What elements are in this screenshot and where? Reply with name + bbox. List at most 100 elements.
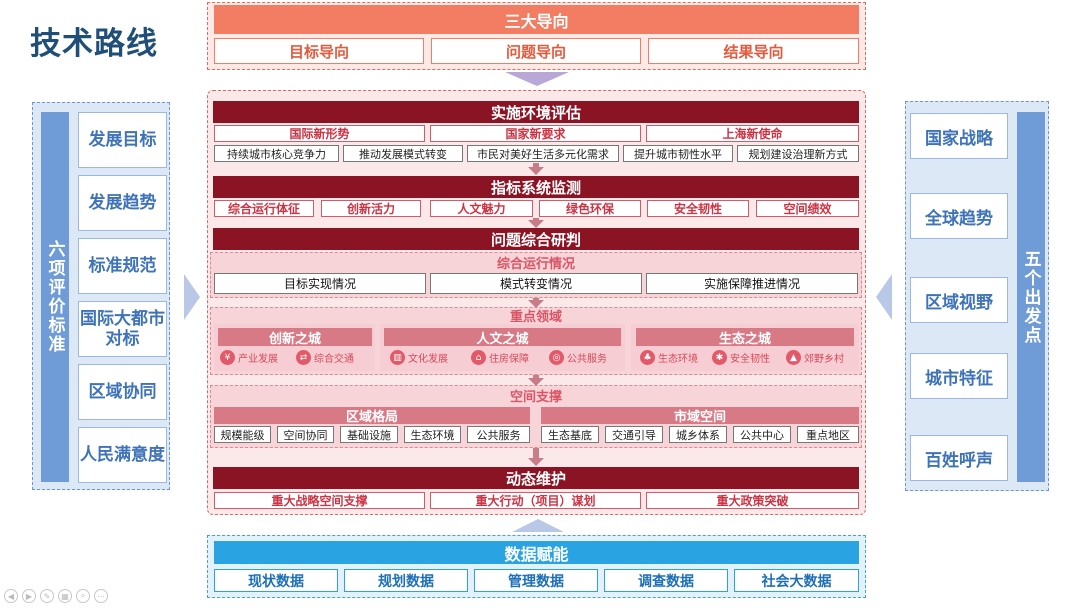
evaluation-label: 六项评价标准 [41,112,69,482]
assessment-category: 国家新要求 [430,125,641,142]
starting-point-item: 国家战略 [910,113,1008,159]
spatial-item: 基础设施 [340,426,398,443]
maintenance-header: 动态维护 [213,467,859,489]
data-header: 数据赋能 [214,541,859,564]
more-options-icon[interactable]: ⋯ [94,589,108,603]
focus-item: ⌂ 住房保障 [471,350,529,365]
right-arrow-icon [184,274,200,320]
down-arrow-icon [505,72,569,86]
spatial-header: 空间支撑 [509,390,562,405]
flow-arrow-icon [533,448,539,459]
evaluation-item: 发展目标 [78,112,167,168]
spatial-item: 空间协同 [277,426,334,443]
spatial-group-title: 区域格局 [214,407,530,425]
flow-arrow-icon [528,300,544,308]
monitoring-item: 空间绩效 [756,200,859,217]
slides-grid-icon[interactable]: ▦ [58,589,72,603]
arrows-icon: ⇄ [296,350,311,365]
starting-point-item: 全球趋势 [910,193,1008,239]
maintenance-item: 重大政策突破 [646,492,859,509]
left-arrow-icon [876,274,892,320]
orientation-item: 问题导向 [431,38,641,64]
maintenance-item: 重大战略空间支撑 [214,492,425,509]
evaluation-item: 发展趋势 [78,175,167,231]
starting-point-label: 五个出发点 [1017,112,1045,482]
assessment-detail: 持续城市核心竞争力 [214,145,339,162]
spatial-item: 生态环境 [404,426,461,443]
focus-item: ▥ 文化发展 [390,350,448,365]
starting-point-item: 城市特征 [910,353,1008,399]
building-icon: ▥ [390,350,405,365]
hand-coin-icon: ¥ [220,350,235,365]
operation-item: 模式转变情况 [430,273,642,294]
focus-item: ◎ 公共服务 [549,350,607,365]
pen-icon[interactable]: ✎ [40,589,54,603]
focus-item: ♣ 生态环境 [640,350,698,365]
data-item: 规划数据 [344,569,468,592]
flow-arrow-icon [533,298,539,301]
leaf-icon: ♣ [640,350,655,365]
spatial-item: 交通引导 [605,426,663,443]
orientation-item: 目标导向 [214,38,424,64]
zoom-icon[interactable]: ⌕ [76,589,90,603]
next-slide-icon[interactable]: ▶ [22,589,36,603]
operation-item: 实施保障推进情况 [646,273,858,294]
globe-icon: ◎ [549,350,564,365]
starting-point-item: 区域视野 [910,277,1008,323]
monitoring-header: 指标系统监测 [213,176,859,198]
orientation-item: 结果导向 [648,38,859,64]
spatial-item: 生态基底 [541,426,599,443]
spatial-item: 公共中心 [733,426,791,443]
focus-item: ⇄ 综合交通 [296,350,354,365]
evaluation-item: 标准规范 [78,238,167,294]
spatial-item: 重点地区 [797,426,859,443]
monitoring-item: 绿色环保 [539,200,641,217]
flow-arrow-icon [528,167,544,175]
focus-item: ▲ 郊野乡村 [786,350,844,365]
flow-arrow-icon [533,218,539,220]
monitoring-item: 创新活力 [321,200,421,217]
flow-arrow-icon [528,220,544,228]
research-header: 问题综合研判 [213,228,859,250]
orientation-header: 三大导向 [214,5,859,34]
assessment-detail: 市民对美好生活多元化需求 [467,145,619,162]
flow-arrow-icon [528,458,544,466]
house-icon: ⌂ [471,350,486,365]
page-title: 技术路线 [30,26,158,62]
assessment-detail: 规划建设治理新方式 [737,145,859,162]
spatial-item: 城乡体系 [669,426,727,443]
focus-item: ✱ 安全韧性 [712,350,770,365]
starting-point-item: 百姓呼声 [910,435,1008,481]
operation-header: 综合运行情况 [496,257,575,272]
evaluation-item: 区域协同 [78,364,167,420]
previous-slide-icon[interactable]: ◀ [4,589,18,603]
evaluation-item: 国际大都市对标 [78,301,167,357]
assessment-category: 国际新形势 [214,125,425,142]
evaluation-item: 人民满意度 [78,427,167,483]
data-item: 社会大数据 [734,569,859,592]
assessment-header: 实施环境评估 [213,101,859,123]
data-item: 调查数据 [604,569,728,592]
flow-arrow-icon [528,378,544,386]
village-icon: ▲ [786,350,801,365]
flow-arrow-icon [533,163,539,167]
maintenance-item: 重大行动（项目）谋划 [430,492,641,509]
operation-item: 目标实现情况 [214,273,426,294]
spatial-group-title: 市域空间 [541,407,859,425]
assessment-category: 上海新使命 [646,125,859,142]
focus-group-title: 创新之城 [218,328,372,347]
spatial-item: 公共服务 [467,426,530,443]
assessment-detail: 提升城市韧性水平 [623,145,733,162]
up-arrow-icon [512,519,564,532]
monitoring-item: 综合运行体征 [214,200,314,217]
assessment-detail: 推动发展模式转变 [343,145,463,162]
data-item: 现状数据 [214,569,338,592]
focus-group-title: 人文之城 [384,328,621,347]
focus-group-title: 生态之城 [636,328,854,347]
spatial-item: 规模能级 [214,426,271,443]
focus-header: 重点领域 [509,310,562,325]
monitoring-item: 安全韧性 [647,200,749,217]
gear-icon: ✱ [712,350,727,365]
data-item: 管理数据 [474,569,598,592]
focus-item: ¥ 产业发展 [220,350,278,365]
